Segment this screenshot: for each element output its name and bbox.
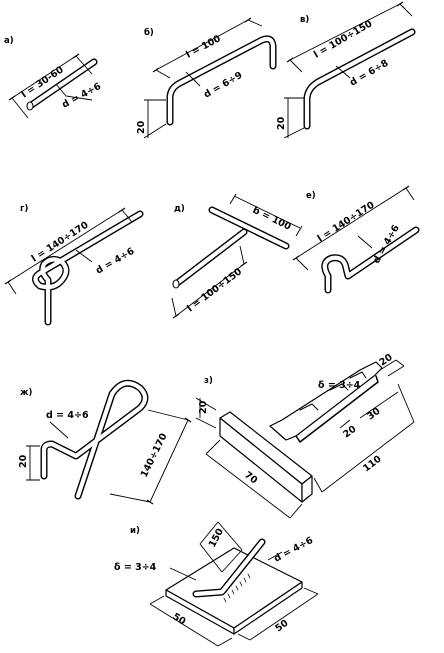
figure-b-height-dim xyxy=(143,99,167,139)
figure-i-width2-dim xyxy=(237,587,319,641)
figure-i-thk-leader xyxy=(169,567,197,581)
figure-e-length-dim xyxy=(171,245,245,317)
figure-e: д) b = 100 l = 100÷150 xyxy=(171,193,303,319)
figure-g: ж) 20 140÷170 d = 4÷6 xyxy=(18,379,192,505)
figure-i-width2-label: 50 xyxy=(273,618,290,635)
figure-f-caption: е) xyxy=(306,191,316,201)
figure-h-height-label: 20 xyxy=(198,400,209,414)
figure-h-plate-side xyxy=(301,475,313,503)
figure-h-strip-notches xyxy=(299,371,367,411)
figure-h-height-dim xyxy=(195,397,217,429)
figure-i-height-dim xyxy=(199,521,243,573)
figure-c: в) l = 100÷150 20 d = 6÷8 xyxy=(276,1,416,139)
figure-h-length-dim xyxy=(313,383,415,493)
figure-i-dia-leader xyxy=(267,551,283,561)
figure-i-dia-label: d = 4÷6 xyxy=(272,535,315,565)
figure-c-caption: в) xyxy=(300,15,309,25)
figure-h-strip-edge xyxy=(295,375,379,443)
figure-f: е) l = 140÷170 d = 4÷6 xyxy=(292,185,420,294)
figure-c-dia-leader xyxy=(335,65,351,79)
figure-h-strip xyxy=(269,361,383,441)
figure-d-caption: г) xyxy=(20,204,28,214)
figure-i-caption: и) xyxy=(130,526,140,536)
figure-d-length-dim xyxy=(7,209,133,295)
figure-i-width1-dim xyxy=(149,595,233,647)
figure-i: и) 150 d = 4÷6 δ = 3÷4 50 50 xyxy=(114,521,319,647)
figure-a: а) l = 30-60 d = 4÷6 xyxy=(4,36,103,119)
figure-h-mid-dims xyxy=(339,391,399,429)
figure-d-dia-label: d = 4÷6 xyxy=(94,246,137,277)
figure-b-dia-leader xyxy=(185,71,201,87)
figure-g-length-label: 140÷170 xyxy=(139,431,170,479)
figure-g-caption: ж) xyxy=(20,388,32,398)
figure-i-height-label: 150 xyxy=(207,526,226,549)
figure-c-length-dim xyxy=(289,3,413,73)
figure-g-dia-leader xyxy=(49,421,69,439)
figure-h-thk-label: δ = 3÷4 xyxy=(318,380,361,391)
figure-d-dia-leader xyxy=(75,249,93,263)
figure-g-height-label: 20 xyxy=(18,454,29,468)
figure-i-thk-label: δ = 3÷4 xyxy=(114,562,157,573)
figure-b-dia-label: d = 6÷9 xyxy=(202,70,244,101)
figure-d: г) l = 140÷170 d = 4÷6 xyxy=(4,204,144,326)
figure-h-width-dim xyxy=(205,439,303,519)
figure-e-caption: д) xyxy=(174,204,185,214)
figure-h-caption: з) xyxy=(204,376,213,386)
figure-a-dia-leader xyxy=(55,83,93,101)
figure-i-weld xyxy=(223,573,251,603)
figure-h-top-dim xyxy=(379,359,405,377)
figure-h: з) 20 70 110 20 20 30 δ = 3÷4 xyxy=(195,352,415,519)
figure-b-caption: б) xyxy=(144,27,154,38)
figure-g-height-dim xyxy=(26,445,40,481)
figure-f-dia-leader xyxy=(357,235,373,249)
figure-h-w30-label: 30 xyxy=(365,406,382,423)
figure-b-length-dim xyxy=(155,19,263,79)
figure-a-length-dim xyxy=(11,55,93,119)
figure-f-length-label: l = 140÷170 xyxy=(316,199,377,244)
figure-c-height-label: 20 xyxy=(276,116,287,130)
figure-b-length-label: l = 100 xyxy=(184,33,223,61)
figure-g-dia-label: d = 4÷6 xyxy=(46,410,89,421)
figure-c-height-dim xyxy=(283,97,305,139)
figure-f-length-dim xyxy=(295,187,415,271)
figure-h-length-label: 110 xyxy=(361,453,384,474)
figure-a-rod-end xyxy=(26,101,34,111)
figure-h-mid-label: 20 xyxy=(341,424,358,441)
figure-a-caption: а) xyxy=(4,36,14,46)
figure-b-height-label: 20 xyxy=(136,120,147,134)
figure-i-plate-side xyxy=(233,581,303,635)
figure-e-width-dim xyxy=(229,193,303,237)
figure-b: б) l = 100 20 d = 6÷9 xyxy=(136,17,277,139)
